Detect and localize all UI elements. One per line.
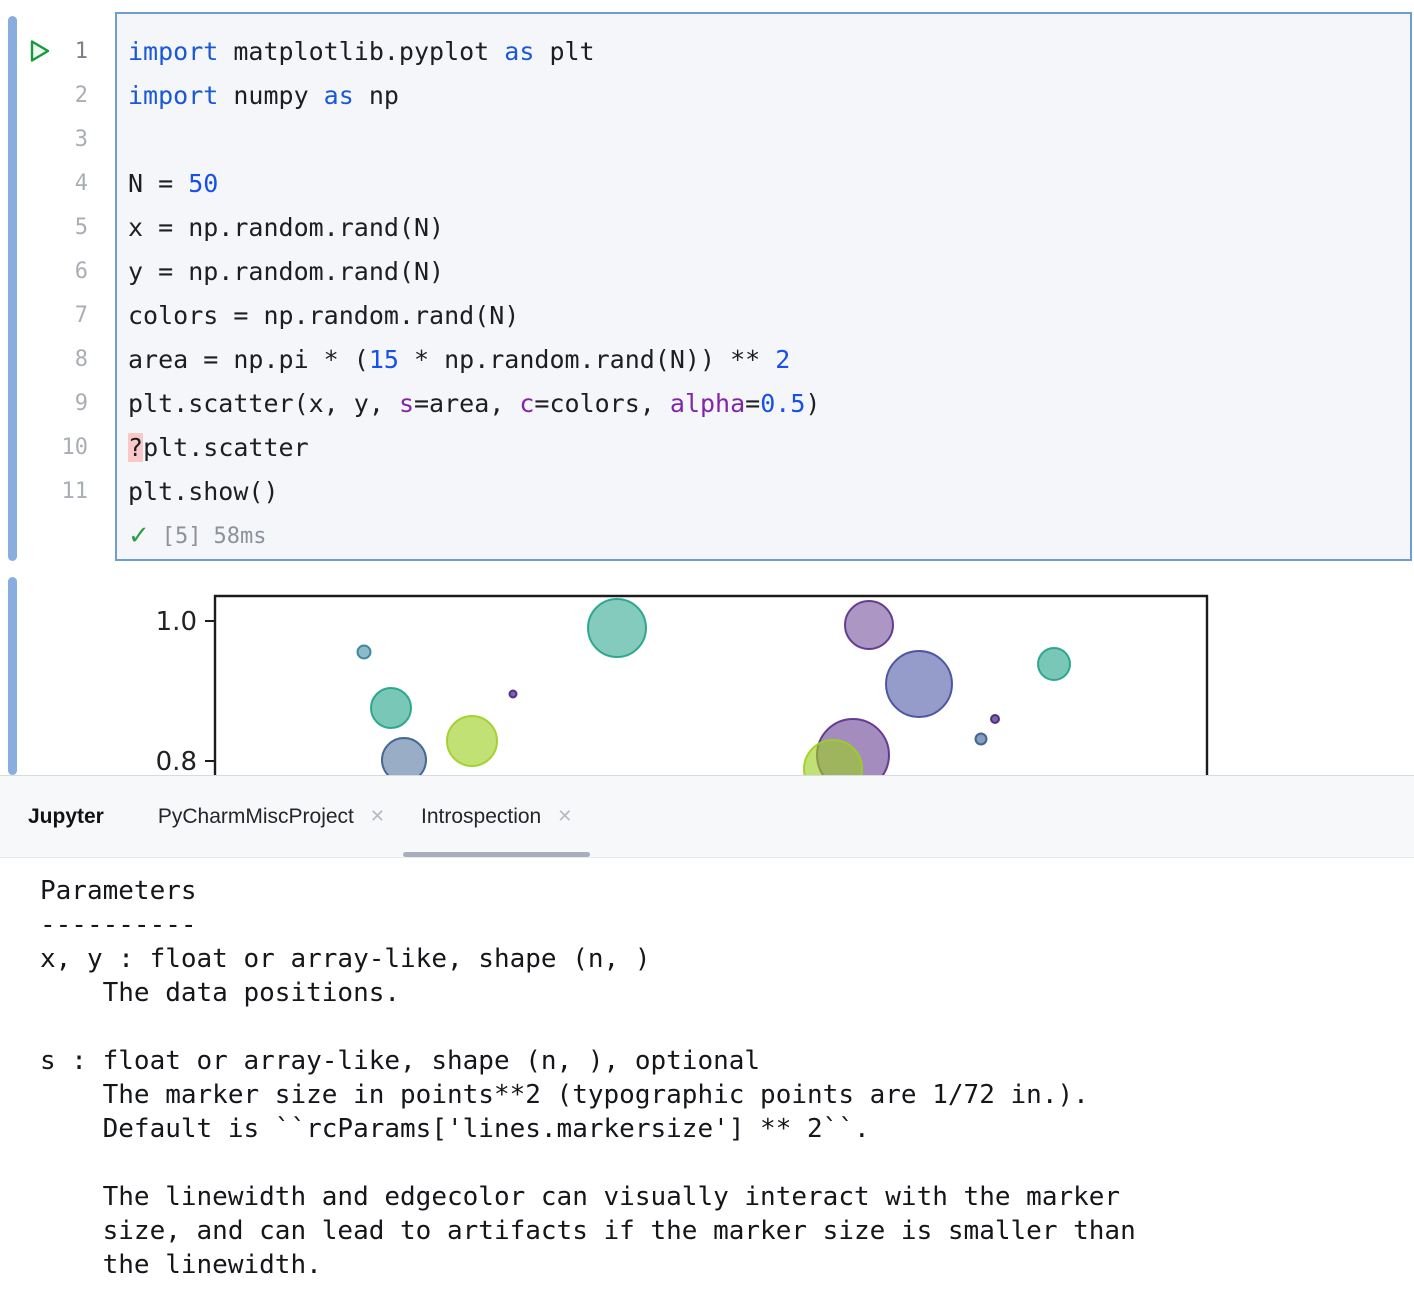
tool-window-header: Jupyter PyCharmMiscProject ✕ Introspecti… xyxy=(0,775,1414,858)
code-line[interactable]: ?plt.scatter xyxy=(128,433,309,462)
tab-introspection[interactable]: Introspection ✕ xyxy=(403,776,591,857)
line-number: 2 xyxy=(74,83,88,108)
success-check-icon: ✓ xyxy=(128,521,150,551)
tool-window-tabs: PyCharmMiscProject ✕ Introspection ✕ xyxy=(140,776,591,857)
cell-selection-bar[interactable] xyxy=(8,16,17,561)
gutter-line-numbers: 1 2 3 4 5 6 7 8 9 10 11 xyxy=(0,30,89,514)
line-number: 7 xyxy=(74,303,88,328)
tab-pycharmmiscproject[interactable]: PyCharmMiscProject ✕ xyxy=(140,776,403,857)
line-number: 3 xyxy=(74,127,88,152)
code-line[interactable]: area = np.pi * (15 * np.random.rand(N)) … xyxy=(128,345,791,374)
code-line[interactable]: plt.scatter(x, y, s=area, c=colors, alph… xyxy=(128,389,821,418)
code-line[interactable]: plt.show() xyxy=(128,477,279,506)
line-number: 5 xyxy=(74,215,88,240)
line-number: 9 xyxy=(74,391,88,416)
scatter-points xyxy=(356,598,1071,775)
jupyter-tool-window: Jupyter PyCharmMiscProject ✕ Introspecti… xyxy=(0,775,1414,1294)
execution-counter: [5] xyxy=(161,523,202,549)
scatter-bubble xyxy=(844,600,894,650)
scatter-plot-output: 1.0 0.8 xyxy=(156,594,1209,775)
line-number: 8 xyxy=(74,347,88,372)
line-number: 11 xyxy=(61,479,89,504)
tool-window-title: Jupyter xyxy=(28,804,104,828)
code-line[interactable]: y = np.random.rand(N) xyxy=(128,257,445,286)
code-line[interactable]: import matplotlib.pyplot as plt xyxy=(128,37,595,66)
ytick-label: 1.0 xyxy=(156,607,197,637)
code-cell[interactable] xyxy=(115,12,1412,561)
execution-time: 58ms xyxy=(213,523,267,549)
code-line[interactable]: N = 50 xyxy=(128,169,219,198)
scatter-bubble xyxy=(381,737,427,775)
scatter-bubble xyxy=(1037,647,1071,681)
line-number: 6 xyxy=(74,259,88,284)
close-icon[interactable]: ✕ xyxy=(369,806,385,826)
code-line[interactable]: import numpy as np xyxy=(128,81,399,110)
line-number: 1 xyxy=(74,39,88,64)
scatter-bubble xyxy=(885,650,953,718)
ytick-label: 0.8 xyxy=(156,747,197,775)
scatter-bubble xyxy=(587,598,647,658)
line-number: 4 xyxy=(74,171,88,196)
code-line[interactable]: colors = np.random.rand(N) xyxy=(128,301,520,330)
scatter-bubble xyxy=(370,687,412,729)
code-editor[interactable]: import matplotlib.pyplot as plt import nu… xyxy=(128,30,1404,514)
run-icon xyxy=(24,40,54,70)
run-cell-button[interactable] xyxy=(24,36,54,66)
scatter-bubble xyxy=(356,644,372,660)
output-selection-bar[interactable] xyxy=(8,577,17,775)
line-number: 10 xyxy=(61,435,89,460)
code-line[interactable] xyxy=(128,118,1404,162)
tab-label: Introspection xyxy=(421,804,542,828)
scatter-bubble xyxy=(508,689,518,699)
scatter-bubble xyxy=(803,739,863,775)
axes-spines xyxy=(213,594,1209,775)
scatter-bubble xyxy=(446,715,498,767)
scatter-bubble xyxy=(990,714,1000,724)
tab-label: PyCharmMiscProject xyxy=(157,804,354,828)
code-line[interactable]: x = np.random.rand(N) xyxy=(128,213,445,242)
close-icon[interactable]: ✕ xyxy=(557,806,573,826)
introspection-doc: Parameters ---------- x, y : float or ar… xyxy=(40,876,1136,1280)
execution-status: ✓ [5] 58ms xyxy=(128,514,267,558)
scatter-bubble xyxy=(974,732,988,746)
